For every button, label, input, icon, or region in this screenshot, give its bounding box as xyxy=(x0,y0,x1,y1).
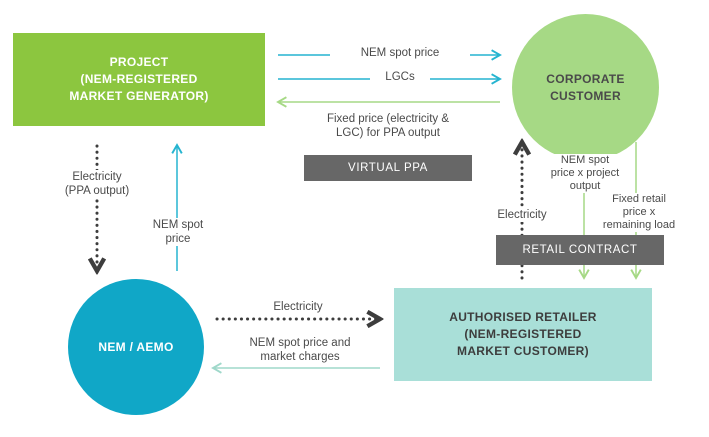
retail-contract-tag: RETAIL CONTRACT xyxy=(496,235,664,265)
nem-spot-price-left-label: NEM spot price xyxy=(142,218,214,246)
fixed-retail-label: Fixed retail price x remaining load xyxy=(596,193,682,232)
lgcs-label: LGCs xyxy=(370,70,430,84)
electricity-right-label: Electricity xyxy=(489,208,555,222)
virtual-ppa-tag: VIRTUAL PPA xyxy=(304,155,472,181)
nem-spot-price-project-label: NEM spot price x project output xyxy=(540,154,630,193)
fixed-price-label: Fixed price (electricity & LGC) for PPA … xyxy=(326,113,450,139)
nem-aemo-node: NEM / AEMO xyxy=(68,279,204,415)
nem-spot-price-label: NEM spot price xyxy=(330,46,470,60)
spot-market-charges-label: NEM spot price and market charges xyxy=(249,337,351,363)
project-node: PROJECT (NEM-REGISTERED MARKET GENERATOR… xyxy=(13,33,265,126)
corporate-customer-node: CORPORATE CUSTOMER xyxy=(512,14,659,161)
authorised-retailer-node: AUTHORISED RETAILER (NEM-REGISTERED MARK… xyxy=(394,288,652,381)
electricity-bottom-label: Electricity xyxy=(273,301,323,313)
electricity-ppa-label: Electricity (PPA output) xyxy=(42,170,152,198)
